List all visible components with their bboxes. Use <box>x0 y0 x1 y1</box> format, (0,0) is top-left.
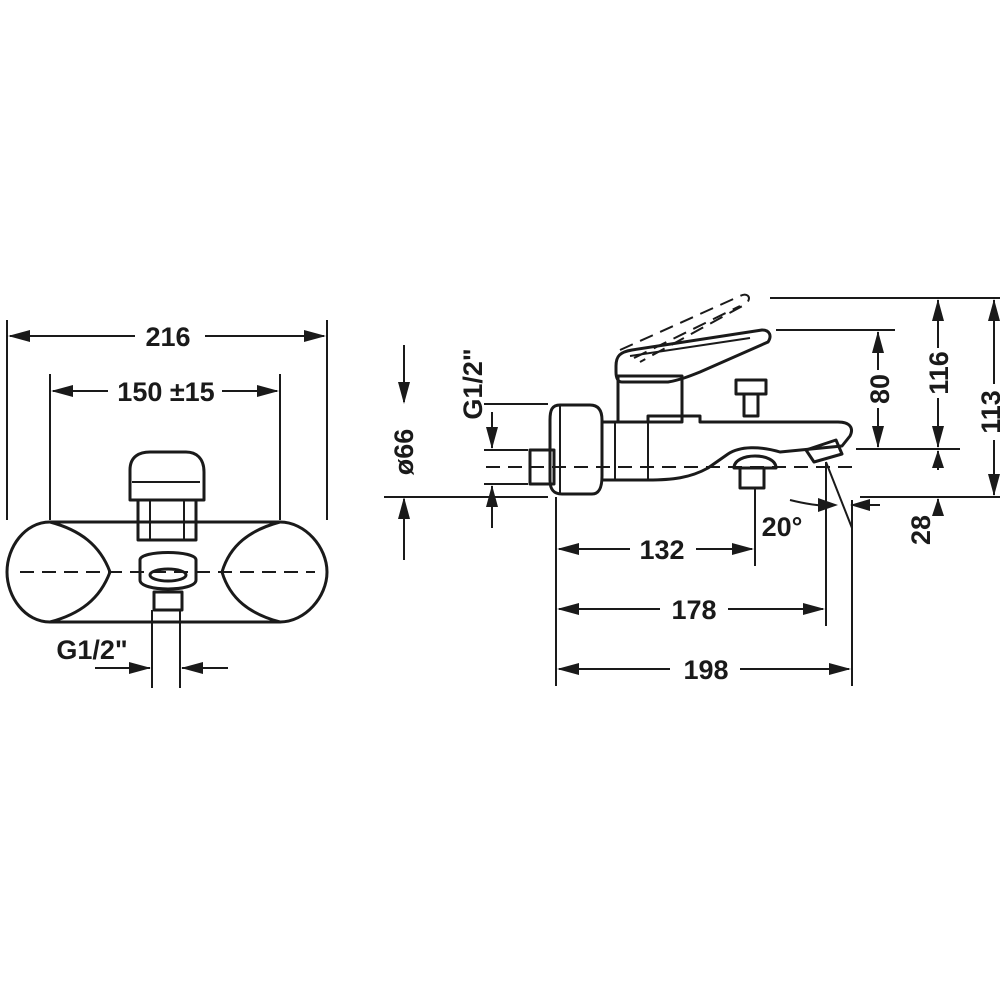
front-cartridge-neck <box>136 498 198 542</box>
dim-label-150: 150 ±15 <box>117 377 214 407</box>
front-spout-aerator <box>148 567 188 583</box>
dim-label-o66: ø66 <box>389 429 419 476</box>
side-mixer-body <box>600 414 853 482</box>
side-diverter-knob <box>734 378 768 396</box>
side-lever-raised-dashed <box>619 293 750 363</box>
front-thread-stub <box>152 590 184 612</box>
dim-label-198: 198 <box>683 655 728 685</box>
side-view: G1/2" ø66 132 178 198 <box>384 293 1000 686</box>
dim-label-g12-front: G1/2" <box>56 635 127 665</box>
side-cartridge-housing <box>616 374 684 424</box>
dim-label-g12-side: G1/2" <box>458 348 488 419</box>
dim-label-132: 132 <box>639 535 684 565</box>
dim-label-216: 216 <box>145 322 190 352</box>
dim-label-113: 113 <box>976 390 1000 434</box>
dim-label-28: 28 <box>906 515 936 545</box>
side-spout-aerator <box>804 438 844 464</box>
side-rosette <box>548 403 604 496</box>
dim-label-178: 178 <box>671 595 716 625</box>
dim-label-80: 80 <box>865 374 895 404</box>
dim-label-116: 116 <box>924 351 954 395</box>
side-hose-outlet <box>732 454 778 470</box>
front-spout-outlet <box>138 551 198 591</box>
front-lever-handle <box>128 450 206 502</box>
side-lever-handle <box>614 328 772 384</box>
dim-label-20deg: 20° <box>762 512 803 542</box>
front-left-rosette <box>48 520 112 624</box>
front-view: 216 150 ±15 G1/2" <box>5 320 329 688</box>
